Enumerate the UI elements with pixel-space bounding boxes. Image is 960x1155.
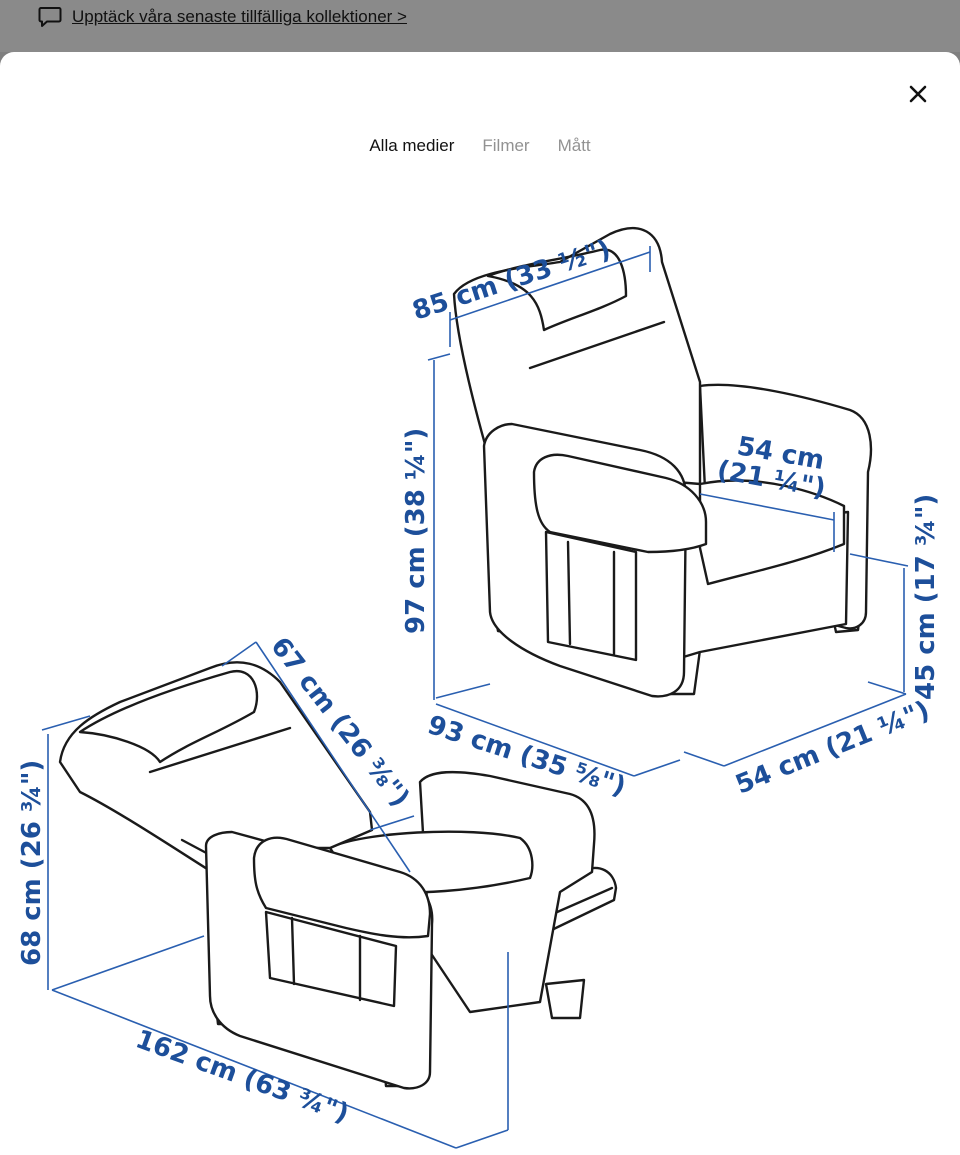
reclined-armchair-drawing <box>58 661 618 1090</box>
media-modal: Alla medier Filmer Mått <box>0 52 960 1155</box>
chat-bubble-icon <box>38 7 62 27</box>
dim-recline-height: 68 cm (26 ¾") <box>17 760 47 966</box>
tab-measurements[interactable]: Mått <box>557 136 591 155</box>
dim-upright-height: 97 cm (38 ¼") <box>401 428 431 634</box>
dim-seat-depth: 54 cm (21 ¼") <box>731 695 933 800</box>
tab-films[interactable]: Filmer <box>482 136 530 155</box>
promo-text: Upptäck våra senaste tillfälliga kollekt… <box>72 7 407 26</box>
close-button[interactable] <box>904 80 932 108</box>
promo-link[interactable]: Upptäck våra senaste tillfälliga kollekt… <box>38 6 407 28</box>
upright-armchair-drawing <box>452 227 873 698</box>
dimension-diagram: 85 cm (33 ½") 97 cm (38 ¼") 54 cm (21 ¼"… <box>17 227 941 1149</box>
close-icon <box>909 85 927 103</box>
promo-bar: Upptäck våra senaste tillfälliga kollekt… <box>0 0 960 52</box>
media-tabs: Alla medier Filmer Mått <box>0 136 960 156</box>
tab-all-media[interactable]: Alla medier <box>369 136 455 155</box>
dim-seat-height: 45 cm (17 ¾") <box>911 494 941 700</box>
